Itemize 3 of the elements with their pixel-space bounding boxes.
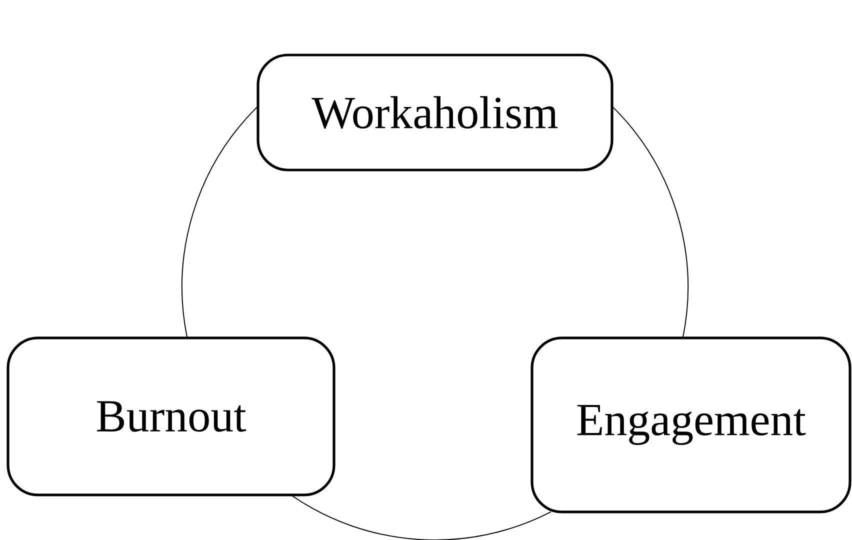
rounded-box: Workaholism (256, 54, 614, 172)
rounded-box: Engagement (530, 336, 852, 514)
rounded-box: Burnout (6, 336, 336, 496)
